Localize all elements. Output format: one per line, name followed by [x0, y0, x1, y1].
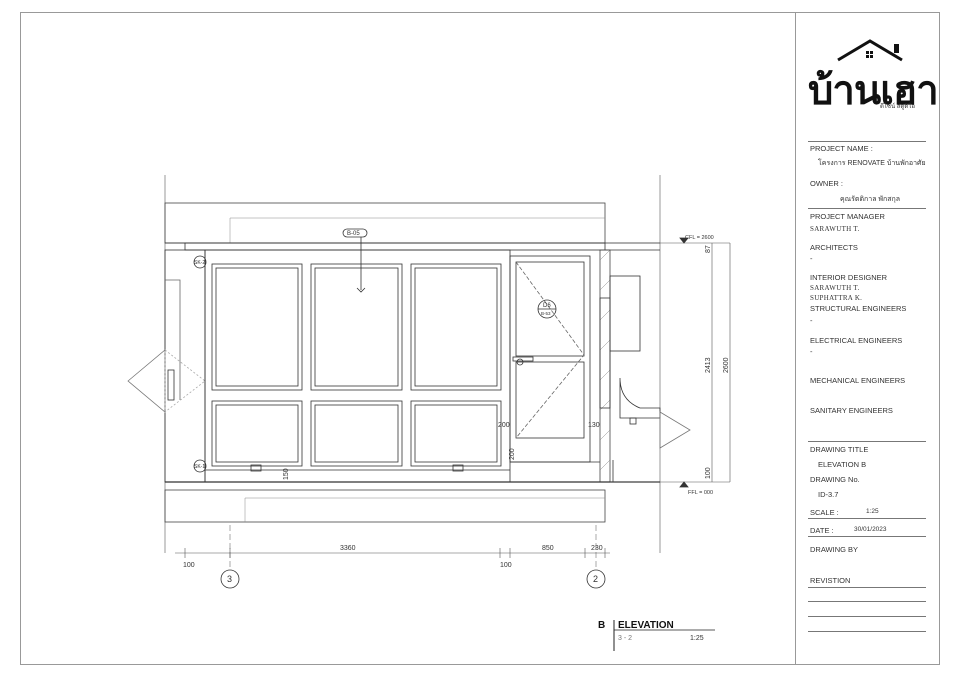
date-label: DATE :: [810, 526, 834, 535]
owner-name: คุณรัตติกาล พักสกุล: [840, 196, 901, 203]
elevation-scale: 1:25: [690, 635, 704, 642]
drawing-no-label: DRAWING No.: [810, 475, 860, 484]
drawing-no: ID-3.7: [818, 490, 839, 499]
level-bottom: FFL = 000: [688, 490, 713, 496]
tb-divider: [808, 536, 926, 537]
interior-designer-2: SUPHATTRA K.: [810, 294, 863, 302]
scale-label: SCALE :: [810, 508, 839, 517]
dim-230: 230: [591, 545, 603, 552]
dim-2413: 2413: [705, 357, 712, 373]
mechanical-label: MECHANICAL ENGINEERS: [810, 376, 906, 385]
interior-designer-label: INTERIOR DESIGNER: [810, 273, 888, 282]
drawing-title-label: DRAWING TITLE: [810, 445, 869, 454]
dim-2600: 2600: [723, 357, 730, 373]
architects-value: -: [810, 254, 813, 263]
scale-value: 1:25: [866, 508, 879, 515]
tb-divider: [808, 141, 926, 142]
elevation-letter: B: [598, 620, 605, 631]
elevation-ref: 3 - 2: [618, 635, 632, 642]
tb-divider: [808, 587, 926, 588]
grid-3: 3: [227, 574, 232, 584]
tb-divider: [808, 601, 926, 602]
dim-87: 87: [705, 245, 712, 253]
drawing-by-label: DRAWING BY: [810, 545, 859, 554]
logo-subtitle: ดีไซน์ สตูดิโอ: [880, 104, 916, 110]
grid-2: 2: [593, 574, 598, 584]
tb-divider: [808, 208, 926, 209]
structural-label: STRUCTURAL ENGINEERS: [810, 304, 907, 313]
drawing-title: ELEVATION B: [818, 460, 867, 469]
sanitary-label: SANITARY ENGINEERS: [810, 406, 893, 415]
dim-3360: 3360: [340, 545, 356, 552]
tag-sk1: SK-1: [194, 464, 205, 470]
title-block: [795, 12, 940, 665]
tag-b05: B-05: [347, 231, 360, 237]
date-value: 30/01/2023: [854, 526, 887, 533]
dim-100-left: 100: [183, 562, 195, 569]
logo-wordmark: บ้านเฮา: [808, 68, 939, 114]
project-name: โครงการ RENOVATE บ้านพักอาศัย: [818, 160, 926, 167]
dim-200-base: 200: [509, 448, 516, 460]
revision-label: REVISTION: [810, 576, 851, 585]
dim-150: 150: [283, 468, 290, 480]
dim-100-mid: 100: [500, 562, 512, 569]
dim-100: 100: [705, 467, 712, 479]
tag-d6-ref: B-53: [541, 311, 551, 316]
tb-divider: [808, 518, 926, 519]
electrical-label: ELECTRICAL ENGINEERS: [810, 336, 903, 345]
dim-200-door: 200: [498, 422, 510, 429]
architects-label: ARCHITECTS: [810, 243, 858, 252]
structural-value: -: [810, 316, 813, 325]
tag-sk2: SK-2: [194, 260, 205, 266]
project-name-label: PROJECT NAME :: [810, 144, 873, 153]
tb-divider: [808, 616, 926, 617]
level-top: CFL = 2600: [685, 235, 714, 241]
project-manager-label: PROJECT MANAGER: [810, 212, 885, 221]
sheet-border: [20, 12, 940, 665]
tb-divider: [808, 441, 926, 442]
dim-850: 850: [542, 545, 554, 552]
project-manager: SARAWUTH T.: [810, 225, 860, 233]
dim-130: 130: [588, 422, 600, 429]
electrical-value: -: [810, 347, 813, 356]
interior-designer-1: SARAWUTH T.: [810, 284, 860, 292]
tb-divider: [808, 631, 926, 632]
tag-d6: D6: [543, 303, 551, 309]
owner-label: OWNER :: [810, 179, 843, 188]
elevation-title: ELEVATION: [618, 620, 674, 631]
